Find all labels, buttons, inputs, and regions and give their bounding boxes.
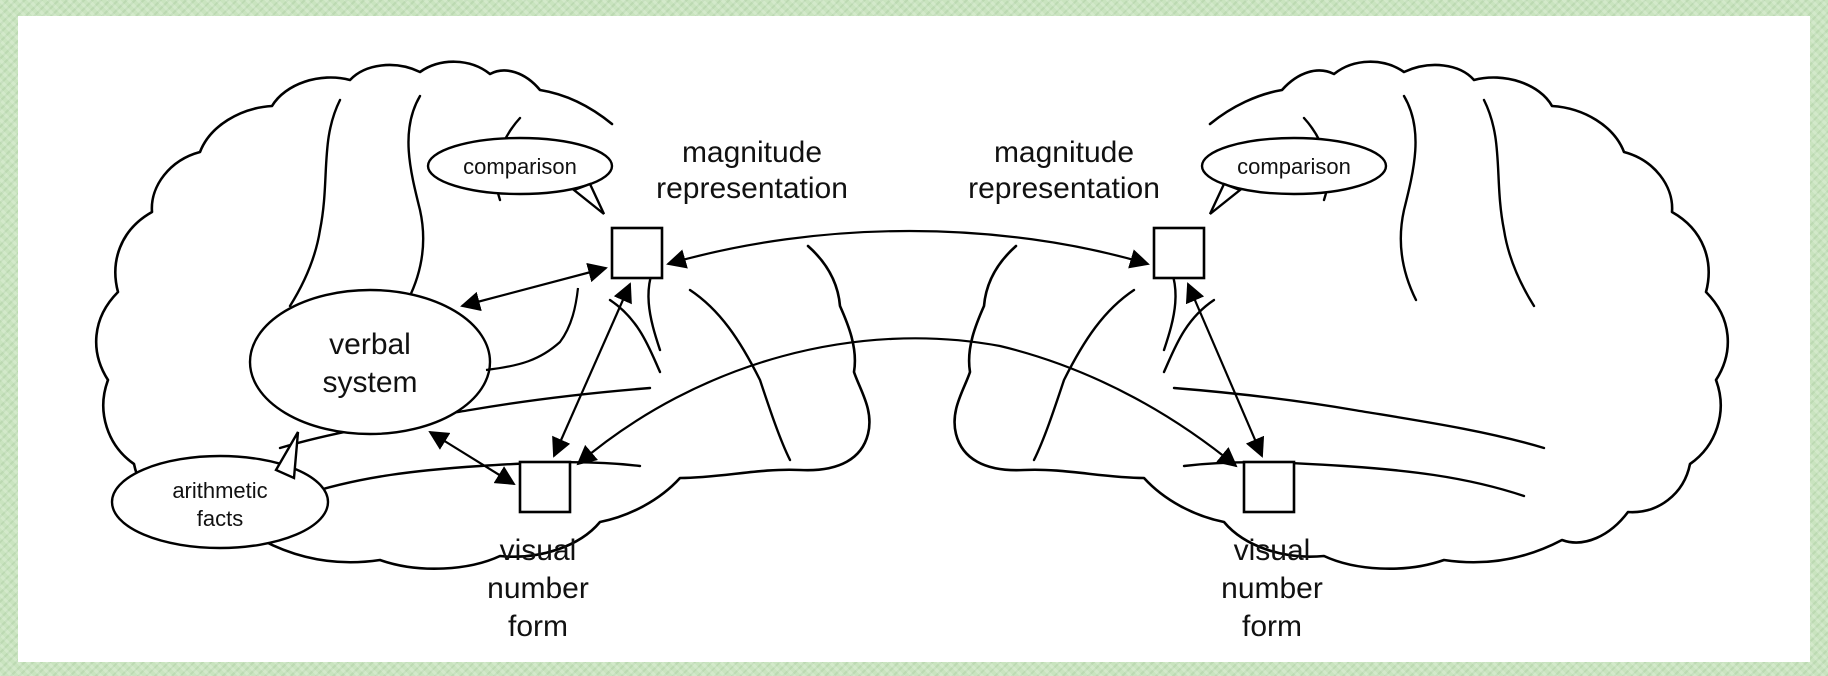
- magnitude-label-left-line1: magnitude: [682, 136, 822, 169]
- magnitude-label-left-line2: representation: [656, 172, 848, 205]
- magnitude-label-right-line2: representation: [968, 172, 1160, 205]
- verbal-system-label-line2: system: [322, 366, 417, 399]
- visual-number-form-label-right-line3: form: [1242, 610, 1302, 643]
- right-temporal-sulcus: [1184, 462, 1524, 496]
- verbal-system-ellipse: [250, 290, 490, 434]
- visual-number-form-label-right-line2: number: [1221, 572, 1323, 605]
- interhemispheric-magnitude-arrow: [668, 231, 1148, 264]
- arithmetic-facts-label-line2: facts: [197, 506, 243, 531]
- left-visual-number-box: [520, 462, 570, 512]
- visual-number-form-label-right-line1: visual: [1234, 534, 1311, 567]
- right-central-sulcus: [1401, 96, 1416, 300]
- right-occipital-sulcus: [1034, 290, 1134, 460]
- right-frontal-sulcus: [1484, 100, 1534, 306]
- verbal-system-label-line1: verbal: [329, 328, 411, 361]
- visual-number-form-label-left-line1: visual: [500, 534, 577, 567]
- left-temporal-sulcus: [300, 462, 640, 496]
- right-sylvian-fissure: [1174, 388, 1544, 448]
- left-frontal-sulcus: [290, 100, 340, 306]
- comparison-label-left: comparison: [463, 154, 577, 179]
- magnitude-label-right-line1: magnitude: [994, 136, 1134, 169]
- right-visual-number-box: [1244, 462, 1294, 512]
- comparison-label-right: comparison: [1237, 154, 1351, 179]
- left-visual-to-right-visual-arrow: [578, 338, 1236, 466]
- left-central-sulcus: [408, 96, 423, 300]
- magnitude-visual-left-arrow: [554, 284, 630, 456]
- verbal-magnitude-arrow: [462, 268, 606, 306]
- visual-number-form-label-left-line2: number: [487, 572, 589, 605]
- right-occipital-lobe: [1164, 300, 1214, 372]
- left-magnitude-box: [612, 228, 662, 278]
- left-occipital-sulcus: [690, 290, 790, 460]
- right-magnitude-box: [1154, 228, 1204, 278]
- verbal-visual-left-arrow: [430, 432, 514, 484]
- magnitude-visual-right-arrow: [1188, 284, 1262, 456]
- visual-number-form-label-left-line3: form: [508, 610, 568, 643]
- verbal-magnitude-connector: [486, 288, 578, 370]
- arithmetic-facts-label-line1: arithmetic: [172, 478, 267, 503]
